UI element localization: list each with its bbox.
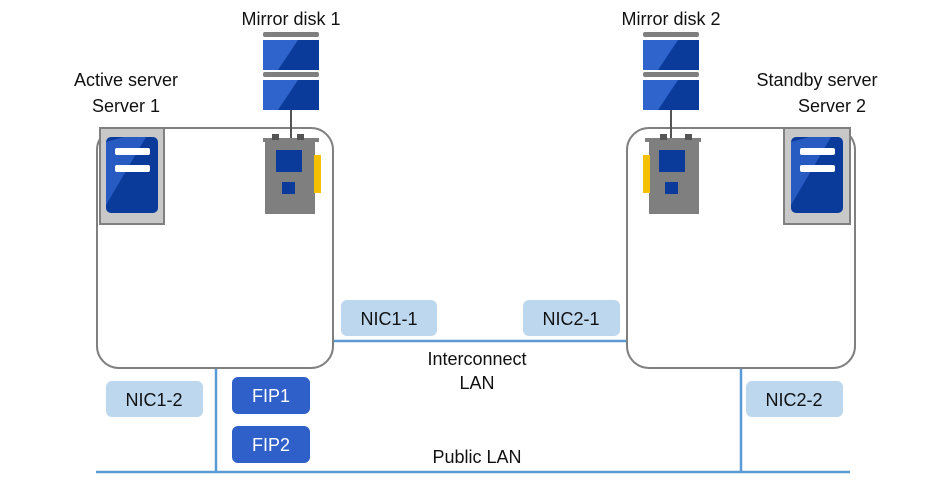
public-lan-label: Public LAN <box>432 447 521 467</box>
active-server-name-label: Server 1 <box>92 96 160 116</box>
mirror-disk-2-label: Mirror disk 2 <box>621 9 720 29</box>
fip1-box: FIP1 <box>232 377 310 414</box>
fip2-box: FIP2 <box>232 426 310 463</box>
mirror-disk-1-label: Mirror disk 1 <box>241 9 340 29</box>
nic1-1-label: NIC1-1 <box>360 309 417 329</box>
server-icon <box>783 127 851 225</box>
disk-card-icon <box>643 134 701 214</box>
fip1-label: FIP1 <box>252 386 290 406</box>
nic1-1-box: NIC1-1 <box>341 300 437 336</box>
active-server-role-label: Active server <box>74 70 178 90</box>
disk-card-icon <box>263 134 321 214</box>
standby-server-name-label: Server 2 <box>798 96 866 116</box>
fip2-label: FIP2 <box>252 435 290 455</box>
server-1 <box>96 127 334 369</box>
nic2-2-label: NIC2-2 <box>765 390 822 410</box>
mirror-disk-icon <box>643 32 699 138</box>
server-icon <box>99 127 165 225</box>
nic1-2-box: NIC1-2 <box>106 381 203 417</box>
nic2-1-label: NIC2-1 <box>542 309 599 329</box>
standby-server-role-label: Standby server <box>756 70 877 90</box>
mirror-disk-icon <box>263 32 319 138</box>
server-2 <box>626 127 856 369</box>
nic2-2-box: NIC2-2 <box>746 381 843 417</box>
interconnect-lan-label-line1: Interconnect <box>427 349 526 369</box>
nic2-1-box: NIC2-1 <box>523 300 620 336</box>
nic1-2-label: NIC1-2 <box>125 390 182 410</box>
interconnect-lan-label-line2: LAN <box>459 373 494 393</box>
